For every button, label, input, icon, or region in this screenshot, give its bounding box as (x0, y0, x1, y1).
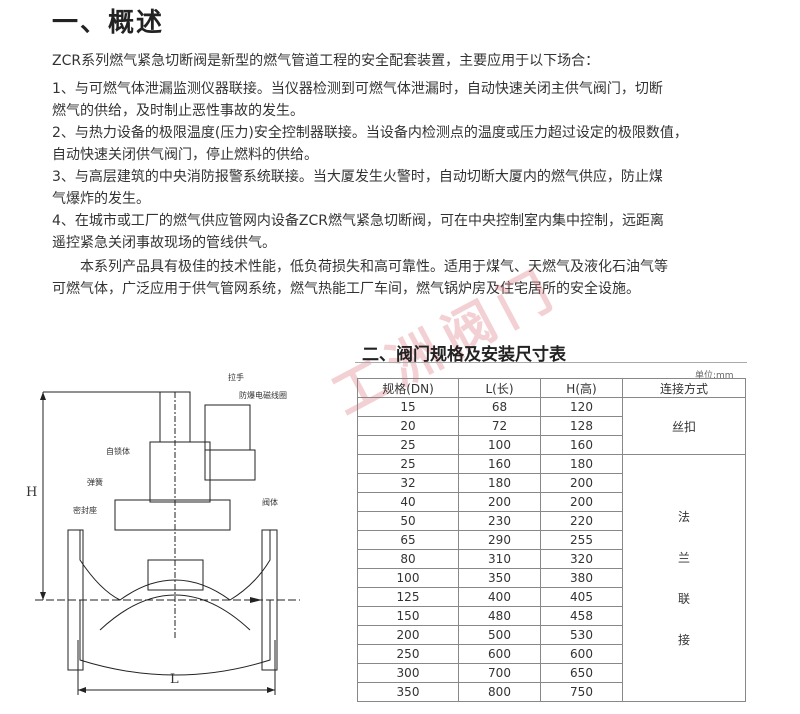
paragraph-line: 2、与热力设备的极限温度(压力)安全控制器联接。当设备内检测点的温度或压力超过设… (52, 125, 688, 141)
paragraph-line: 4、在城市或工厂的燃气供应管网内设备ZCR燃气紧急切断阀，可在中央控制室内集中控… (52, 213, 664, 229)
cell-dn: 32 (357, 473, 459, 493)
label-seal-seat: 密封座 (73, 506, 97, 515)
cell-l: 200 (458, 492, 541, 512)
cell-h: 405 (540, 587, 623, 607)
flange-char: 联 (677, 592, 690, 606)
cell-l: 350 (458, 568, 541, 588)
cell-dn: 250 (357, 644, 459, 664)
label-valve-body: 阀体 (262, 498, 278, 507)
cell-l: 700 (458, 663, 541, 683)
header-h: H(高) (540, 378, 623, 398)
paragraph-line: ZCR系列燃气紧急切断阀是新型的燃气管道工程的安全配套装置，主要应用于以下场合： (52, 53, 600, 69)
header-dn: 规格(DN) (357, 378, 459, 398)
cell-l: 68 (458, 397, 541, 417)
cell-dn: 150 (357, 606, 459, 626)
cell-dn: 40 (357, 492, 459, 512)
flange-char: 接 (677, 633, 690, 647)
cell-h: 200 (540, 473, 623, 493)
label-self-lock-body: 自锁体 (106, 447, 130, 456)
flange-char: 法 (677, 510, 690, 524)
cell-l: 100 (458, 435, 541, 455)
cell-dn: 200 (357, 625, 459, 645)
cell-dn: 15 (357, 397, 459, 417)
paragraph-line: 自动快速关闭供气阀门，停止燃料的供给。 (52, 147, 318, 163)
cell-dn: 100 (357, 568, 459, 588)
cell-dn: 20 (357, 416, 459, 436)
cell-h: 458 (540, 606, 623, 626)
cell-l: 72 (458, 416, 541, 436)
cell-h: 380 (540, 568, 623, 588)
cell-h: 600 (540, 644, 623, 664)
cell-dn: 350 (357, 682, 459, 702)
dim-l: L (170, 672, 179, 687)
cell-l: 600 (458, 644, 541, 664)
cell-dn: 300 (357, 663, 459, 683)
cell-l: 480 (458, 606, 541, 626)
section2-title: 二、阀门规格及安装尺寸表 (362, 345, 566, 365)
paragraph-line: 气爆炸的发生。 (52, 191, 150, 207)
cell-h: 160 (540, 435, 623, 455)
cell-h: 750 (540, 682, 623, 702)
cell-l: 800 (458, 682, 541, 702)
header-l: L(长) (458, 378, 541, 398)
cell-dn: 65 (357, 530, 459, 550)
cell-dn: 25 (357, 454, 459, 474)
paragraph-line: 可燃气体，广泛应用于供气管网系统，燃气热能工厂车间，燃气锅炉房及住宅居所的安全设… (52, 281, 640, 297)
cell-l: 230 (458, 511, 541, 531)
cell-connection-thread: 丝扣 (622, 397, 746, 455)
cell-h: 180 (540, 454, 623, 474)
divider (355, 362, 747, 363)
cell-l: 310 (458, 549, 541, 569)
dim-h: H (26, 485, 38, 500)
cell-connection-flange: 法兰联接 (622, 454, 746, 702)
cell-dn: 50 (357, 511, 459, 531)
header-connection: 连接方式 (622, 378, 746, 398)
flange-char: 兰 (677, 551, 690, 565)
cell-h: 255 (540, 530, 623, 550)
cell-l: 180 (458, 473, 541, 493)
paragraph-line: 1、与可燃气体泄漏监测仪器联接。当仪器检测到可燃气体泄漏时，自动快速关闭主供气阀… (52, 81, 663, 97)
paragraph-line: 遥控紧急关闭事故现场的管线供气。 (52, 235, 276, 251)
cell-h: 530 (540, 625, 623, 645)
cell-h: 650 (540, 663, 623, 683)
label-handle: 拉手 (228, 373, 244, 382)
cell-l: 500 (458, 625, 541, 645)
cell-l: 400 (458, 587, 541, 607)
cell-h: 320 (540, 549, 623, 569)
cell-dn: 125 (357, 587, 459, 607)
cell-h: 120 (540, 397, 623, 417)
cell-h: 200 (540, 492, 623, 512)
label-spring: 弹簧 (87, 478, 103, 487)
cell-l: 160 (458, 454, 541, 474)
cell-dn: 25 (357, 435, 459, 455)
paragraph-line: 本系列产品具有极佳的技术性能，低负荷损失和高可靠性。适用于煤气、天燃气及液化石油… (52, 259, 668, 275)
cell-l: 290 (458, 530, 541, 550)
unit-label: 单位:mm (695, 371, 734, 381)
paragraph-line: 燃气的供给，及时制止恶性事故的发生。 (52, 103, 304, 119)
cell-dn: 80 (357, 549, 459, 569)
label-solenoid-coil: 防爆电磁线圈 (239, 391, 287, 400)
cell-h: 220 (540, 511, 623, 531)
paragraph-line: 3、与高层建筑的中央消防报警系统联接。当大厦发生火警时，自动切断大厦内的燃气供应… (52, 169, 663, 185)
cell-h: 128 (540, 416, 623, 436)
section1-title: 一、概述 (52, 8, 165, 38)
